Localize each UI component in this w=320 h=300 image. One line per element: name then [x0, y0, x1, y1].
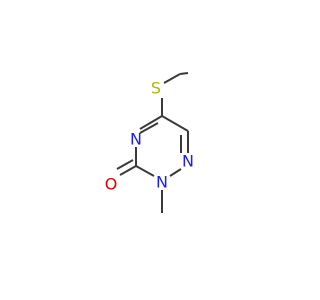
bond-c5-c6: [161, 115, 189, 132]
bond-n1-n2: [169, 168, 182, 177]
bond-ch3-s: [163, 73, 181, 84]
bonds: [116, 72, 189, 213]
bond-n2-c3: [135, 165, 155, 177]
bond-ch3-s: [179, 72, 189, 75]
bond-c5-n4: [139, 115, 163, 130]
atom-oxygen: O: [105, 175, 118, 194]
atom-nitrogen-4: N: [130, 130, 142, 149]
bond-c3-o-inner: [116, 159, 134, 170]
atom-labels: S N N N O: [105, 79, 194, 194]
bond-c3-o: [119, 165, 137, 176]
atom-nitrogen-1: N: [182, 152, 194, 171]
atom-sulfur: S: [151, 79, 161, 98]
molecule-structure: S N N N O: [105, 72, 194, 213]
bond-c5-n4-inner: [139, 122, 159, 134]
atom-nitrogen-2: N: [156, 173, 168, 192]
